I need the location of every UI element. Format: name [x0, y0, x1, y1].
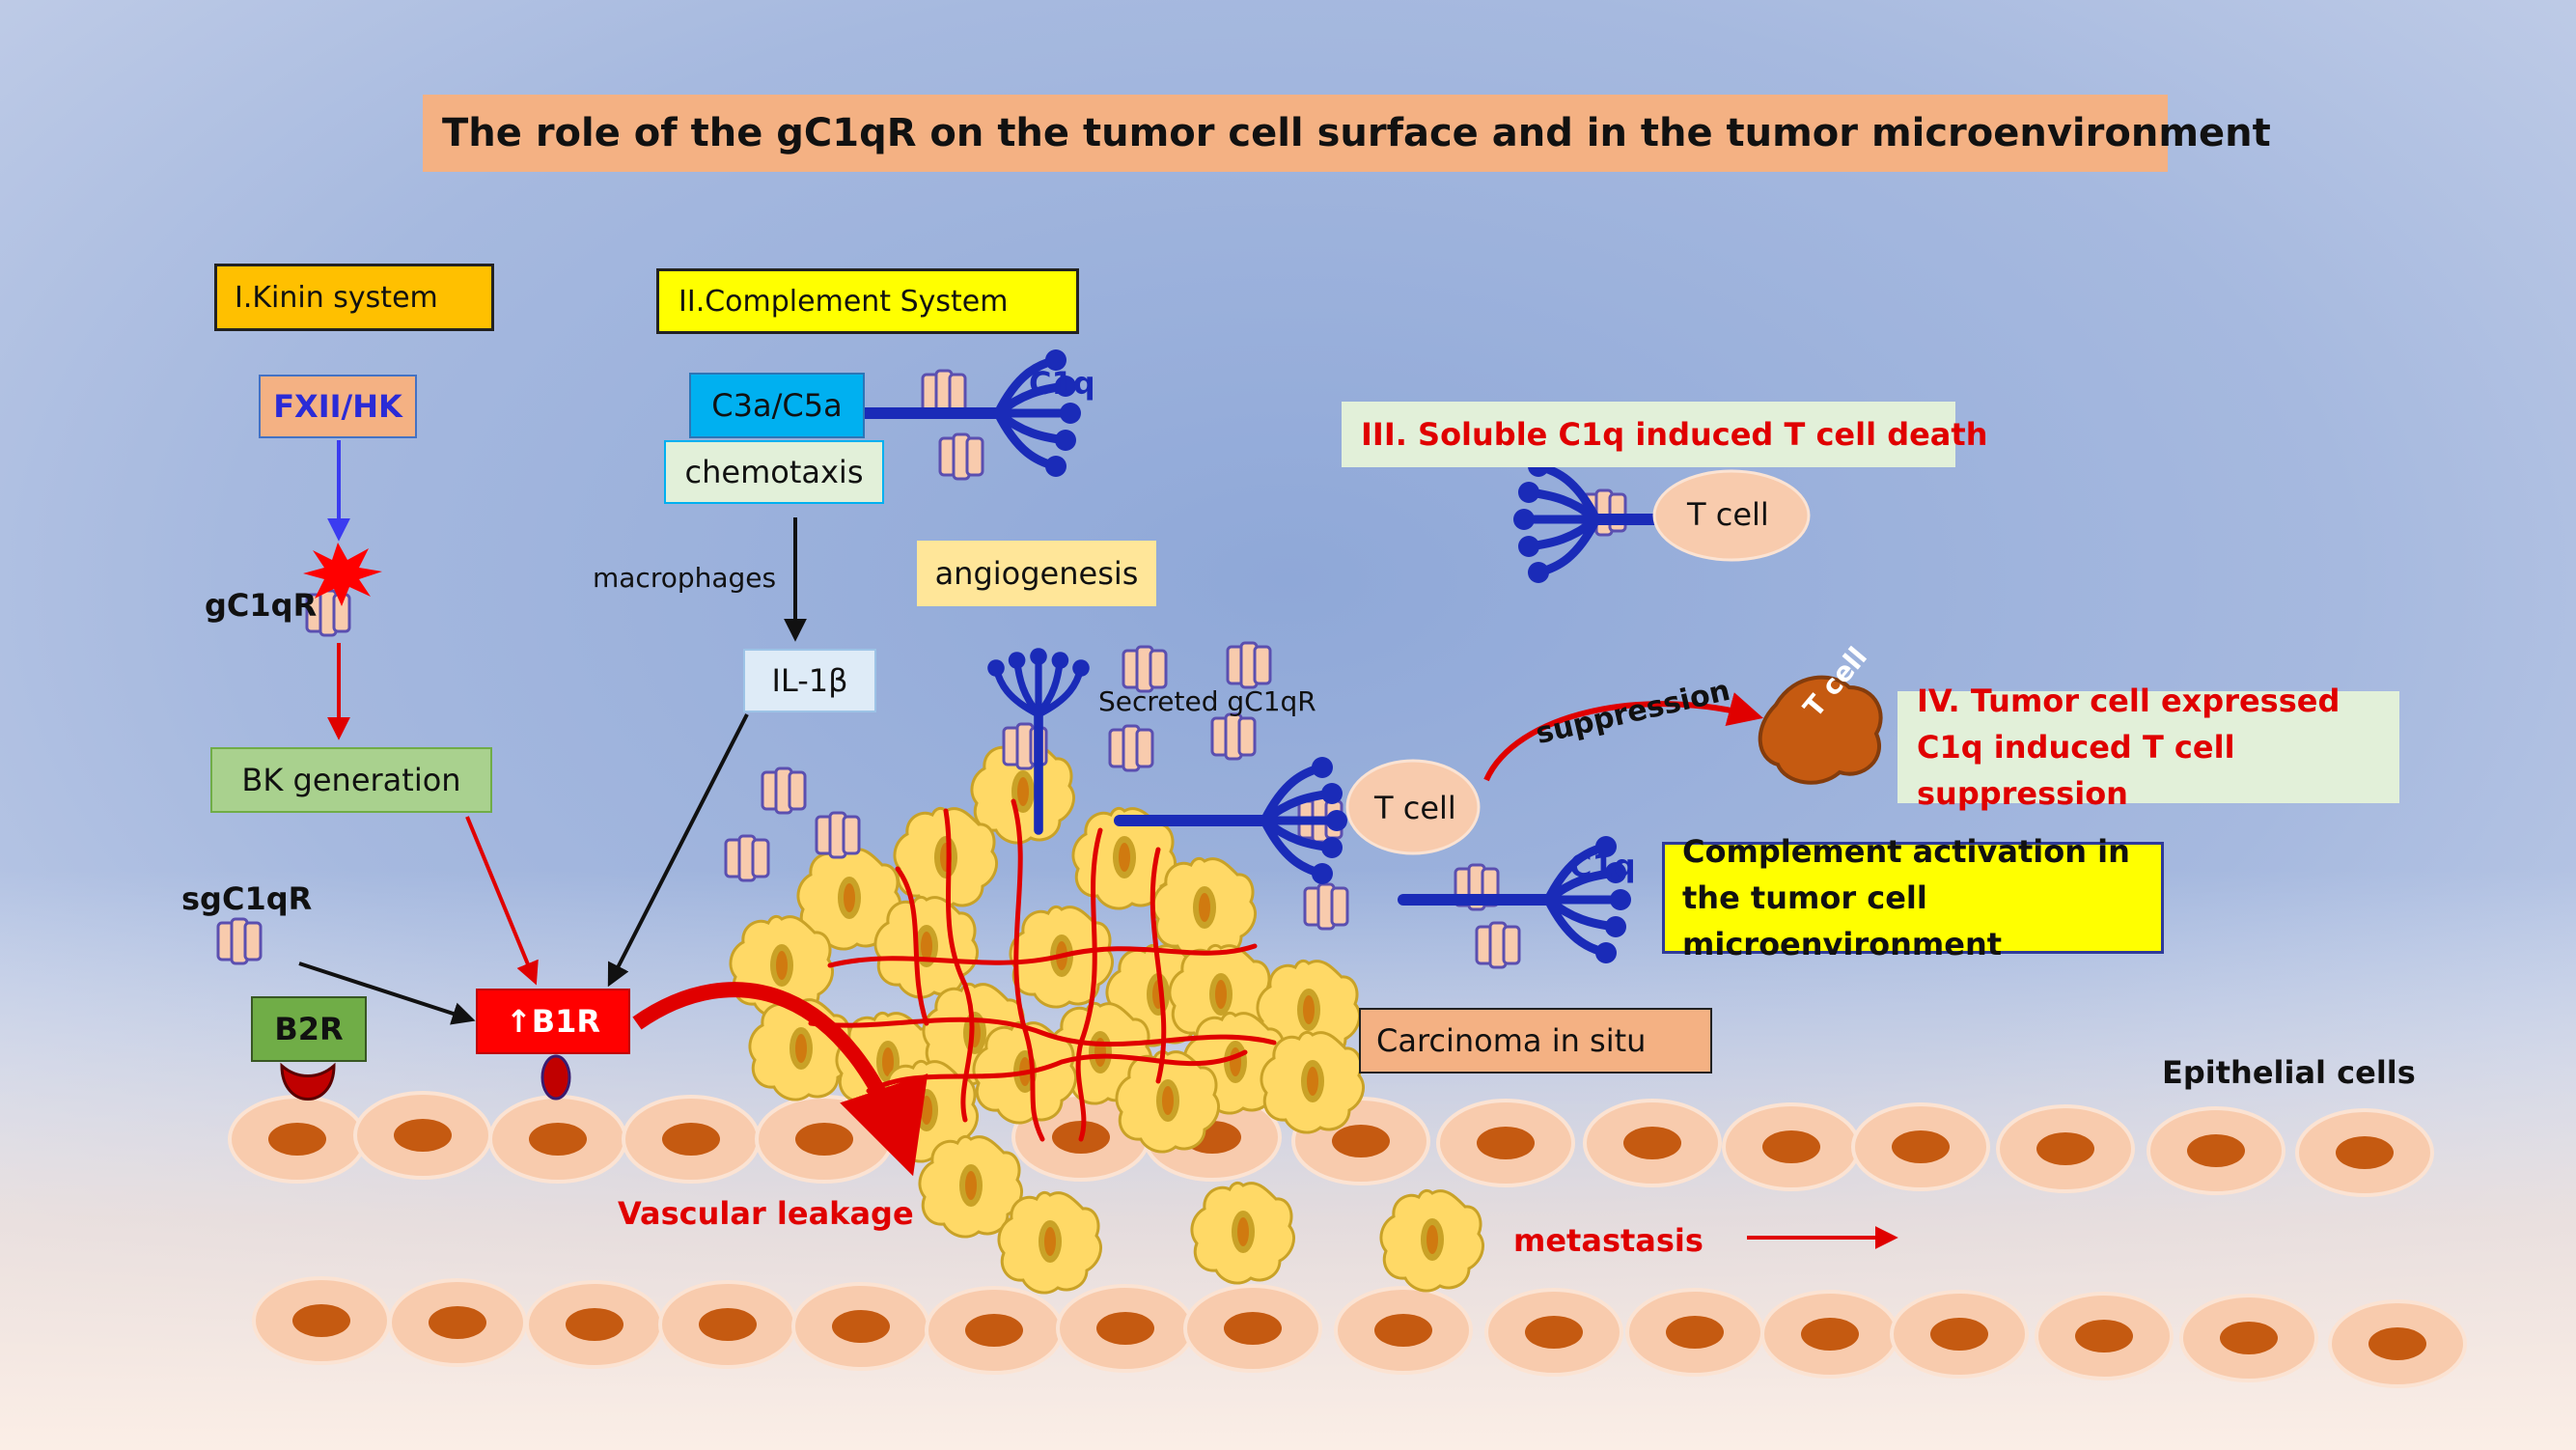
b2r-box: B2R	[251, 996, 367, 1062]
vascular-leakage-label: Vascular leakage	[618, 1195, 914, 1232]
bk-generation-box: BK generation	[210, 747, 492, 813]
fxii-hk-box: FXII/HK	[259, 375, 417, 438]
diagram-title: The role of the gC1qR on the tumor cell …	[423, 95, 2271, 172]
sgc1qr-label: sgC1qR	[181, 880, 313, 917]
c3a-c5a-box: C3a/C5a	[689, 373, 865, 438]
macrophages-label: macrophages	[593, 562, 777, 594]
t-cell-label-middle: T cell	[1374, 790, 1456, 826]
chemotaxis-box: chemotaxis	[664, 440, 884, 504]
tumor-expressed-c1q-header: IV. Tumor cell expressed C1q induced T c…	[1897, 683, 2399, 812]
b1r-box: ↑ B1R	[476, 989, 630, 1054]
c1q-label-bottom: C1q	[1569, 848, 1636, 884]
b1r-label: B1R	[531, 1003, 601, 1040]
metastasis-label: metastasis	[1513, 1222, 1703, 1259]
epithelial-cells-label: Epithelial cells	[2162, 1054, 2416, 1091]
kinin-system-header: I.Kinin system	[214, 264, 494, 331]
complement-system-header: II.Complement System	[656, 268, 1079, 334]
up-arrow-icon: ↑	[505, 1003, 532, 1040]
gc1qr-label: gC1qR	[205, 587, 318, 624]
il1b-box: IL-1β	[743, 649, 876, 712]
angiogenesis-box: angiogenesis	[917, 541, 1156, 606]
t-cell-label-top: T cell	[1687, 496, 1769, 533]
soluble-c1q-header: III. Soluble C1q induced T cell death	[1342, 402, 1987, 467]
c1q-label-top: C1q	[1029, 365, 1095, 402]
carcinoma-in-situ-box: Carcinoma in situ	[1359, 1008, 1712, 1074]
secreted-gc1qr-label: Secreted gC1qR	[1098, 685, 1316, 717]
complement-activation-box: Complement activation in the tumor cell …	[1662, 833, 2164, 962]
